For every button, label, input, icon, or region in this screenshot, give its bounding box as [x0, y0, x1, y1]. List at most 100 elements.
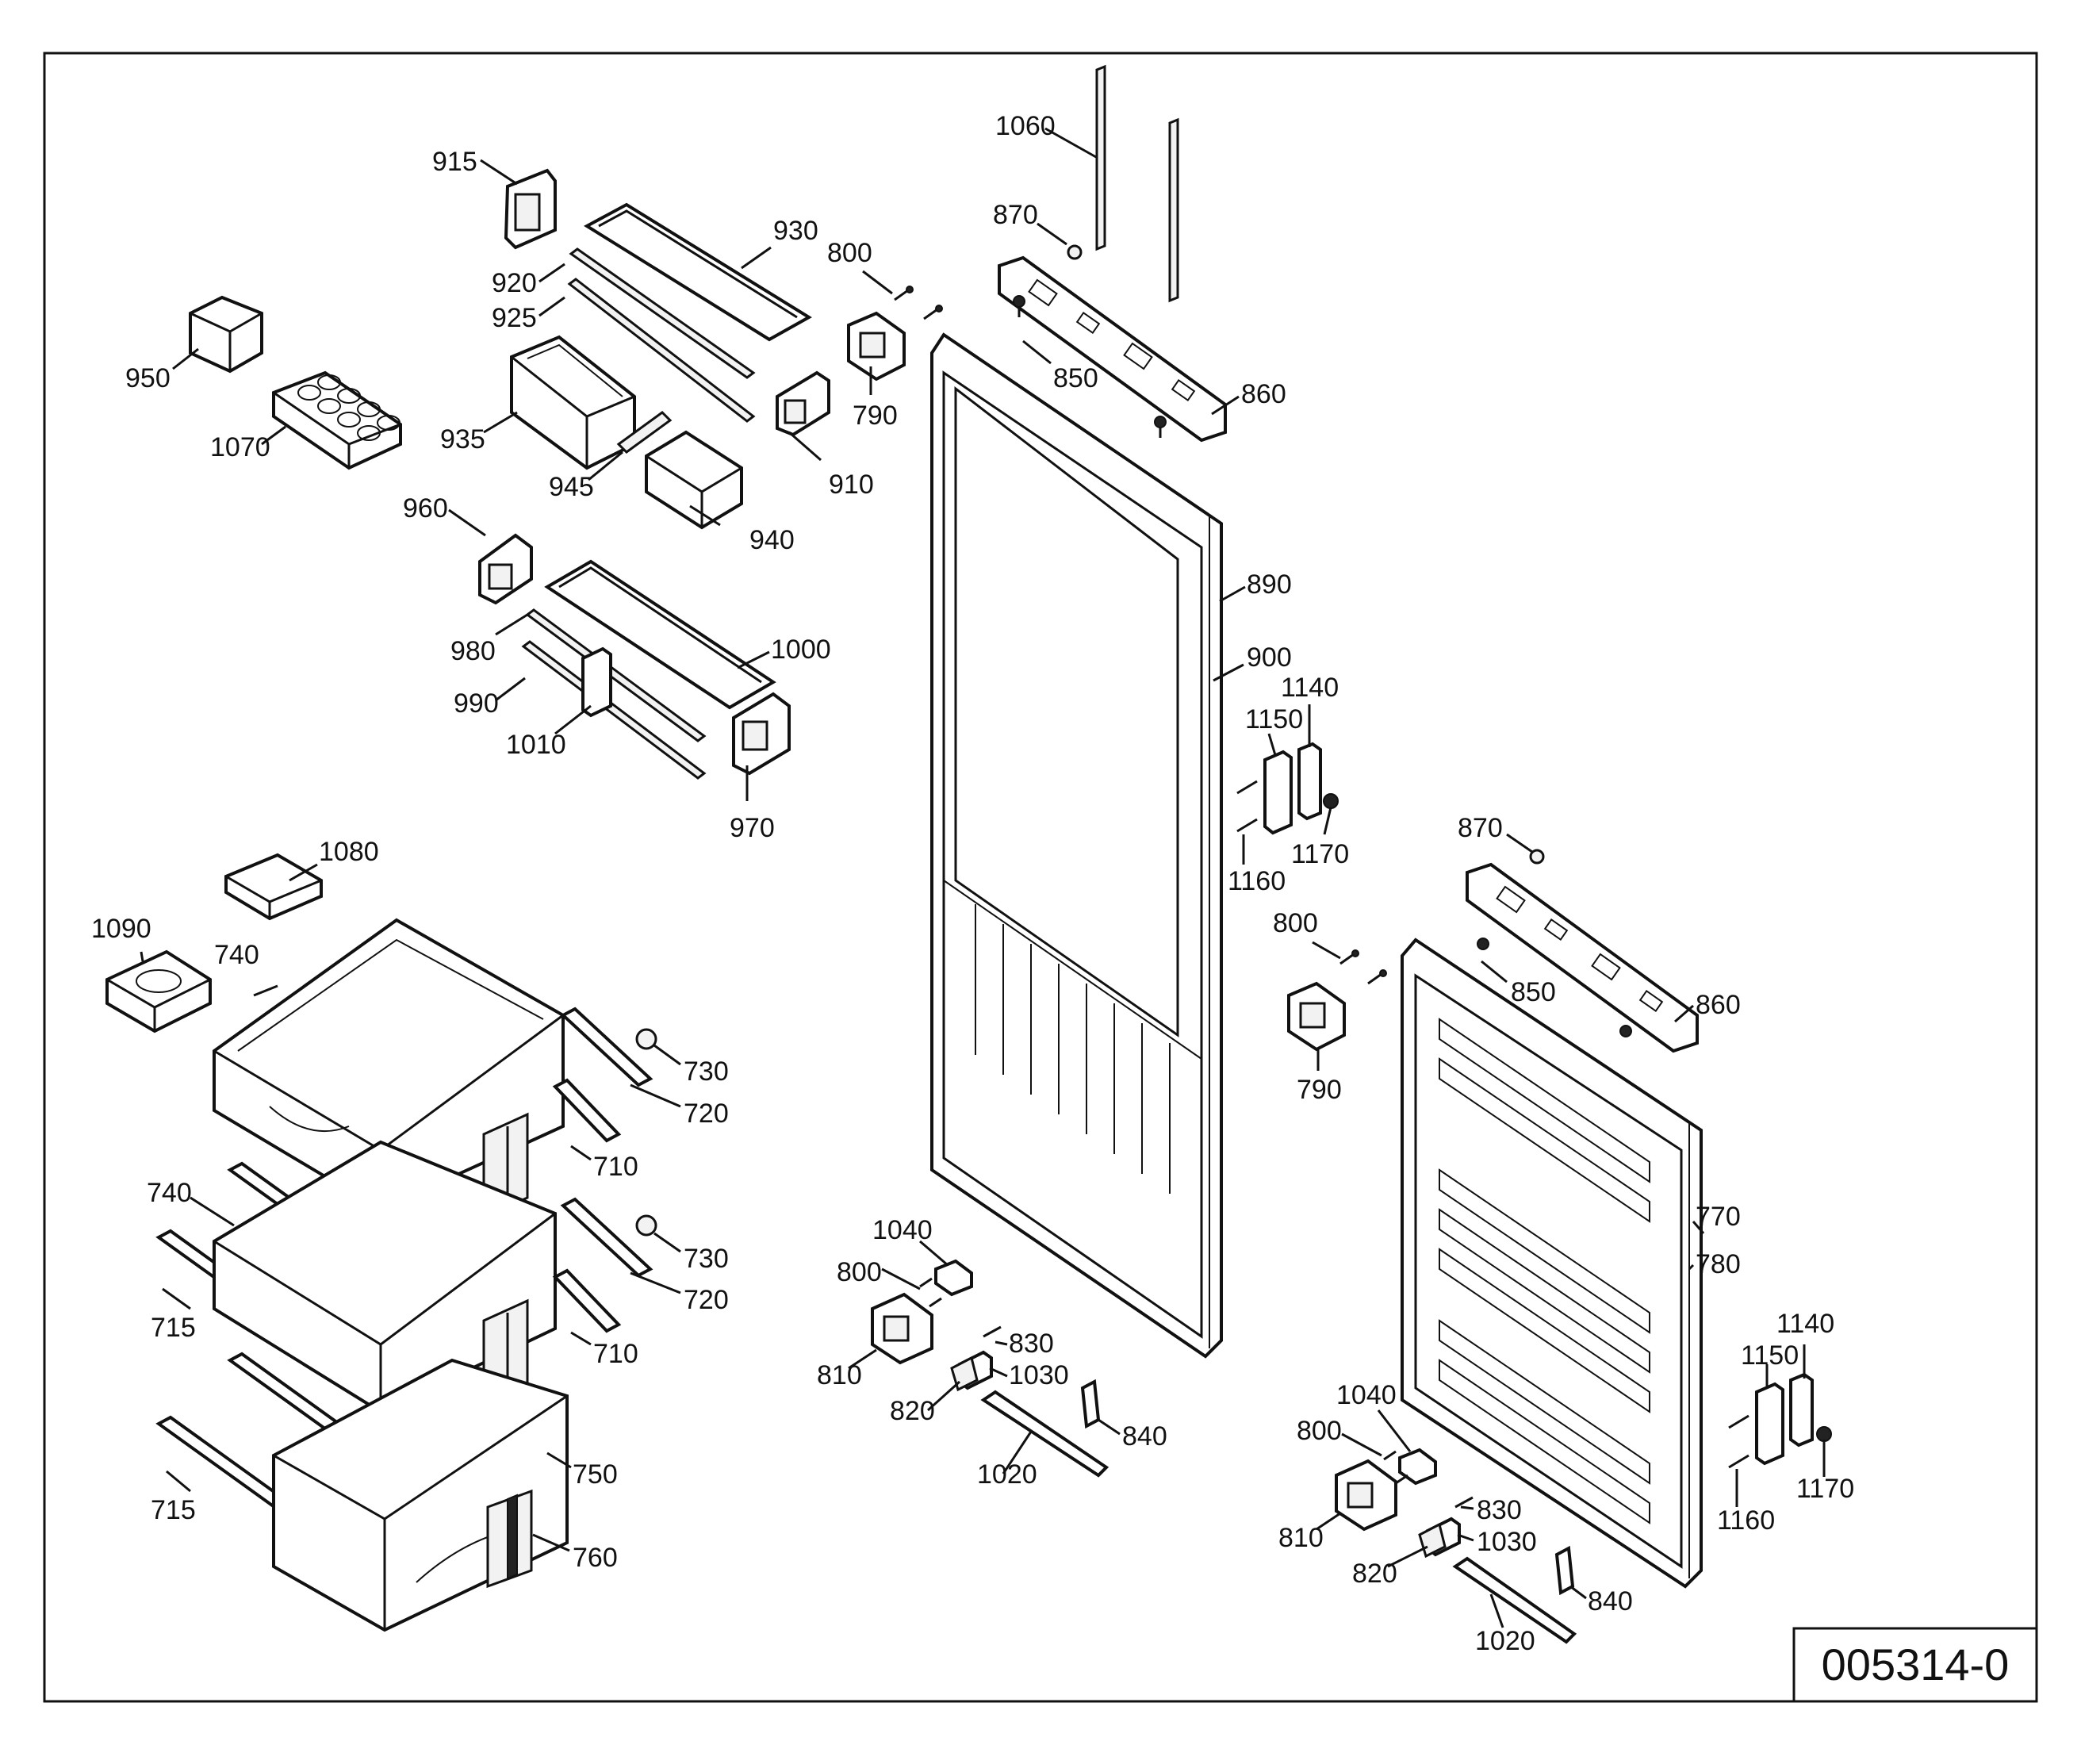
part-870-nuts	[1067, 244, 1545, 865]
callout-1170-right: 1170	[1796, 1474, 1854, 1504]
callout-980: 980	[450, 636, 496, 666]
callout-945: 945	[549, 472, 594, 502]
callout-935: 935	[440, 424, 485, 454]
callout-800-left: 800	[837, 1257, 882, 1287]
lower-door	[1401, 938, 1703, 1589]
part-950	[189, 295, 263, 374]
callout-860-top: 860	[1241, 379, 1286, 409]
callout-720-top: 720	[684, 1099, 729, 1129]
callout-920: 920	[492, 268, 537, 298]
callout-760: 760	[573, 1543, 618, 1573]
callout-750: 750	[573, 1459, 618, 1490]
callout-1010: 1010	[506, 730, 566, 760]
part-980-990-rods	[521, 608, 707, 780]
callout-710-top: 710	[593, 1152, 638, 1182]
callout-970: 970	[730, 813, 775, 843]
part-960	[478, 533, 533, 605]
callout-850-right: 850	[1511, 977, 1556, 1007]
callout-1040-left: 1040	[872, 1215, 933, 1245]
callout-715-top: 715	[151, 1313, 196, 1343]
hinge-group-right	[1335, 1448, 1577, 1644]
callout-960: 960	[403, 493, 448, 523]
part-1080	[224, 853, 323, 921]
part-790-right	[1287, 981, 1346, 1052]
callout-940: 940	[749, 525, 795, 555]
part-1010	[581, 646, 612, 718]
part-930	[584, 202, 812, 342]
callout-labels: 915 930 920 925 950 1070 935 945 940 910…	[91, 111, 1854, 1656]
callout-800-right: 800	[1273, 908, 1318, 938]
part-970	[732, 692, 791, 776]
part-1150-1140-right	[1728, 1372, 1832, 1469]
callout-950: 950	[125, 363, 171, 393]
callout-1170-top: 1170	[1291, 839, 1349, 869]
callout-1080: 1080	[319, 837, 379, 867]
callout-990: 990	[454, 688, 499, 719]
drawing-number-box: 005314-0	[1792, 1627, 2038, 1703]
callout-715-bottom: 715	[151, 1495, 196, 1525]
callout-930: 930	[773, 216, 818, 246]
callout-800-bottom: 800	[1297, 1416, 1342, 1446]
drawer-750-bottom	[272, 1358, 569, 1632]
part-1070	[272, 370, 402, 470]
callout-1060: 1060	[995, 111, 1056, 141]
drawing-number: 005314-0	[1822, 1639, 2010, 1689]
callout-1070: 1070	[210, 432, 270, 462]
hinge-group-left	[871, 1259, 1109, 1478]
callout-1020-right: 1020	[1475, 1626, 1535, 1656]
callout-1150-top: 1150	[1245, 704, 1303, 734]
part-860-top	[998, 255, 1227, 443]
callout-840-left: 840	[1122, 1421, 1167, 1451]
callout-820-right: 820	[1352, 1559, 1397, 1589]
part-790-top	[847, 311, 906, 382]
leader-lines	[140, 127, 1826, 1628]
callout-790-right: 790	[1297, 1075, 1342, 1105]
callout-740-top: 740	[214, 940, 259, 970]
callout-1090: 1090	[91, 914, 151, 944]
callout-925: 925	[492, 303, 537, 333]
callout-710-middle: 710	[593, 1339, 638, 1369]
callout-1030-left: 1030	[1009, 1360, 1069, 1390]
callout-1040-right: 1040	[1336, 1380, 1397, 1410]
callout-1030-right: 1030	[1477, 1527, 1537, 1557]
part-1000	[544, 559, 776, 710]
callout-910: 910	[829, 470, 874, 500]
callout-820-left: 820	[890, 1396, 935, 1426]
part-1060	[1095, 64, 1179, 303]
callout-1160-right: 1160	[1717, 1505, 1775, 1536]
callout-1150-right: 1150	[1741, 1340, 1799, 1371]
callout-850-top: 850	[1053, 363, 1098, 393]
part-1150-1140-top	[1236, 742, 1339, 835]
upper-door	[930, 332, 1223, 1359]
part-860-right	[1466, 862, 1699, 1053]
callout-840-right: 840	[1588, 1586, 1633, 1616]
part-940	[645, 430, 743, 530]
callout-800-top: 800	[827, 238, 872, 268]
callout-770: 770	[1696, 1202, 1741, 1232]
callout-720-middle: 720	[684, 1285, 729, 1315]
part-910	[776, 370, 830, 437]
callout-1140-right: 1140	[1776, 1309, 1834, 1339]
callout-810-right: 810	[1278, 1523, 1324, 1553]
callout-870-right: 870	[1458, 813, 1503, 843]
callout-790-top: 790	[853, 401, 898, 431]
part-915	[504, 168, 557, 250]
callout-830-left: 830	[1009, 1329, 1054, 1359]
callout-900: 900	[1247, 642, 1292, 673]
part-850-screws-top	[1013, 295, 1167, 438]
part-800-screws-top	[894, 286, 943, 320]
callout-890: 890	[1247, 569, 1292, 600]
part-935	[510, 335, 636, 470]
part-1090	[105, 949, 212, 1033]
callout-870-top: 870	[993, 200, 1038, 230]
callout-1000: 1000	[771, 635, 831, 665]
callout-1160-top: 1160	[1228, 866, 1286, 896]
callout-780: 780	[1696, 1249, 1741, 1279]
part-945	[616, 411, 673, 454]
callout-730-middle: 730	[684, 1244, 729, 1274]
part-800-screws-right	[1339, 949, 1387, 985]
callout-1140-top: 1140	[1281, 673, 1339, 703]
callout-830-right: 830	[1477, 1495, 1522, 1525]
callout-860-right: 860	[1696, 990, 1741, 1020]
